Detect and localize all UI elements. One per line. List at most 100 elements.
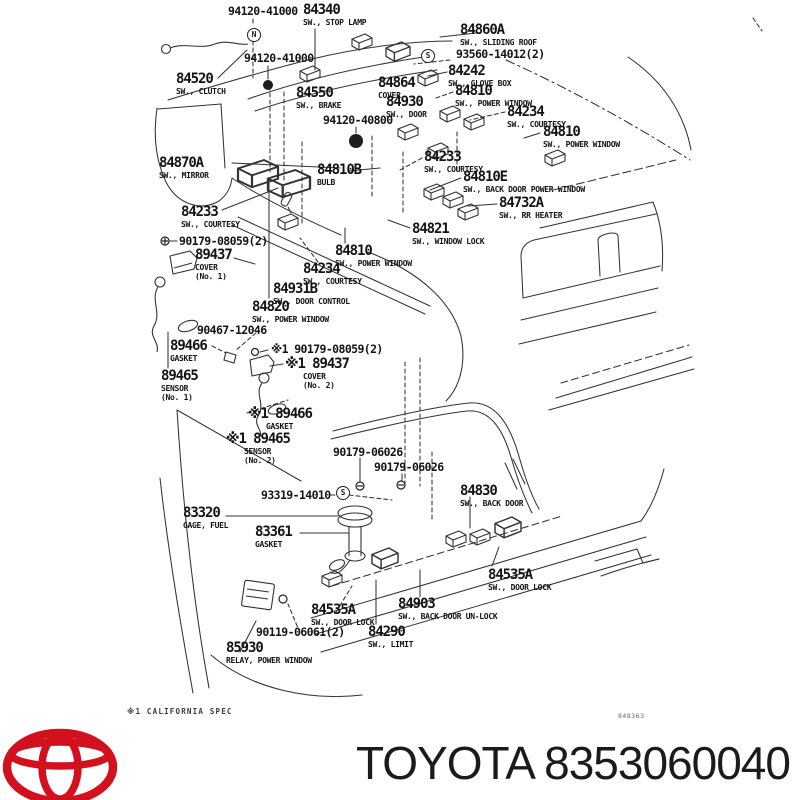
component-glyphs: [151, 33, 566, 611]
part-number: 89437: [195, 247, 233, 263]
part-number: ※1 90179-08059(2): [271, 342, 383, 356]
part-number: 90467-12046: [197, 323, 267, 337]
california-spec-note: ※1 CALIFORNIA SPEC: [127, 707, 233, 716]
part-label-90179080592: 90179-08059(2): [179, 235, 268, 248]
part-number: 84810B: [317, 162, 362, 178]
part-number: 94120-40800: [323, 113, 393, 127]
part-number: 83361: [255, 524, 293, 540]
part-number: ※1 89466: [248, 406, 313, 422]
part-number: 84810: [335, 243, 373, 259]
part-number: 84931B: [273, 281, 318, 297]
part-number: 90179-06026: [374, 460, 444, 474]
part-number: 84820: [252, 299, 290, 315]
part-number: 84810E: [463, 169, 508, 185]
part-description: SW., BACK DOOR UN-LOCK: [398, 611, 498, 621]
toyota-logo-icon: [2, 728, 118, 800]
part-number: 84233: [424, 149, 462, 165]
part-description: SW., CLUTCH: [176, 86, 226, 96]
part-description: SW., COURTESY: [424, 164, 483, 174]
part-number: 84870A: [159, 155, 204, 171]
part-description: SW., BACK DOOR: [460, 498, 524, 508]
part-label-9412040800: 94120-40800: [323, 113, 393, 127]
part-description: GASKET: [170, 353, 198, 363]
part-description: SW., WINDOW LOCK: [412, 236, 485, 246]
bolt-icons: [160, 236, 406, 604]
part-label-9017906026: 90179-06026: [374, 460, 444, 474]
grommet-dots: [263, 80, 363, 148]
part-number: 89465: [161, 368, 199, 384]
part-description: SW., COURTESY: [303, 276, 362, 286]
part-description: SW., BRAKE: [296, 100, 342, 110]
part-description: (No. 2): [303, 381, 335, 390]
part-number: 84242: [448, 63, 486, 79]
part-description: SW., MIRROR: [159, 170, 209, 180]
doc-number: 848363: [618, 712, 645, 720]
part-number: 85930: [226, 640, 264, 656]
part-number: 93319-14010: [261, 488, 331, 502]
part-number: 84732A: [499, 195, 544, 211]
part-label-9331914010: 93319-14010: [261, 488, 331, 502]
part-number: 93560-14012(2): [456, 47, 545, 61]
part-number: 90119-06061(2): [256, 625, 345, 639]
part-description: SW., RR HEATER: [499, 210, 563, 220]
part-description: SW., DOOR LOCK: [311, 617, 375, 627]
part-number: 84930: [386, 94, 424, 110]
part-number: 84340: [303, 2, 341, 18]
part-description: (No. 1): [195, 272, 227, 281]
part-description: SW., DOOR LOCK: [488, 582, 552, 592]
part-description: SW., POWER WINDOW: [335, 258, 412, 268]
part-description: (No. 2): [244, 456, 276, 465]
part-description: SW., POWER WINDOW: [455, 98, 532, 108]
part-label-9046712046: 90467-12046: [197, 323, 267, 337]
part-label-9412041000: 94120-41000: [228, 4, 298, 18]
part-number: 94120-41000: [228, 4, 298, 18]
part-number: 84520: [176, 71, 214, 87]
part-description: COVER: [378, 90, 401, 100]
part-number: 84864: [378, 75, 416, 91]
part-number: 84550: [296, 85, 334, 101]
part-number: 83320: [183, 505, 221, 521]
part-number: 84535A: [311, 602, 356, 618]
part-number: 84821: [412, 221, 450, 237]
part-number: 84290: [368, 624, 406, 640]
page-title: TOYOTA 8353060040: [356, 737, 791, 789]
part-description: GAGE, FUEL: [183, 520, 229, 530]
part-description: SW., POWER WINDOW: [252, 314, 329, 324]
part-description: SW., DOOR CONTROL: [273, 296, 350, 306]
part-number: 84903: [398, 596, 436, 612]
part-number: 84810: [543, 124, 581, 140]
part-description: COVER: [195, 262, 218, 272]
part-description: SW., COURTESY: [507, 119, 566, 129]
part-description: SW., GLOVE BOX: [448, 78, 512, 88]
part-description: SW., LIMIT: [368, 639, 414, 649]
circled-n-marker: N: [247, 28, 261, 42]
part-description: GASKET: [255, 539, 283, 549]
